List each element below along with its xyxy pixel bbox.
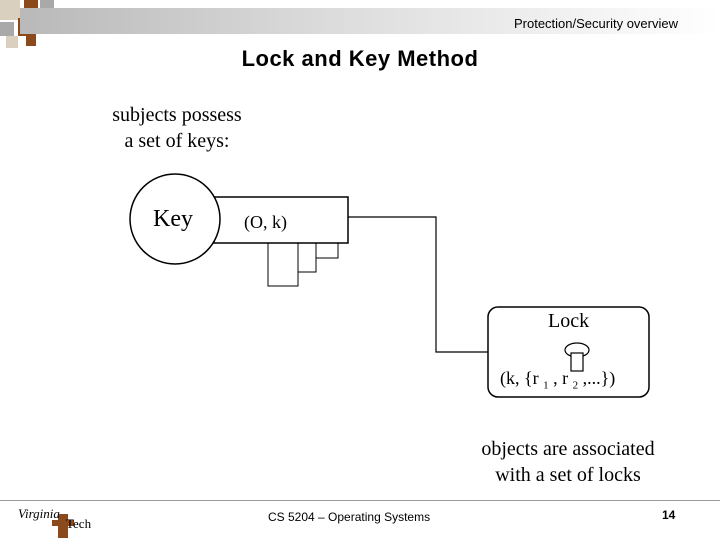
- footer-divider: [0, 500, 720, 501]
- page-number: 14: [662, 508, 676, 522]
- virginia-tech-logo: [52, 514, 74, 538]
- lock-label: Lock: [548, 310, 590, 332]
- objects-caption-line2: with a set of locks: [495, 464, 641, 486]
- objects-caption: objects are associated with a set of loc…: [448, 436, 688, 488]
- objects-caption-line1: objects are associated: [481, 438, 655, 460]
- key-tuple-label: (O, k): [244, 212, 287, 232]
- subjects-caption-line1: subjects possess: [112, 104, 242, 126]
- logo-virginia-text: Virginia: [18, 506, 60, 521]
- logo-tech-text: Tech: [66, 516, 92, 531]
- slide-title: Lock and Key Method: [241, 46, 479, 71]
- header-bar: [20, 8, 720, 34]
- lock-tuple-sub2: 2: [572, 379, 579, 392]
- section-header: Protection/Security overview: [513, 16, 678, 31]
- lock-tuple-suffix: ,...}): [582, 368, 616, 388]
- subjects-caption-line2: a set of keys:: [124, 130, 230, 152]
- lock-tuple-sub1: 1: [543, 379, 549, 392]
- lock-tuple-sep: , r: [553, 368, 569, 388]
- subjects-caption: subjects possess a set of keys:: [92, 102, 262, 154]
- key-label: Key: [153, 206, 193, 232]
- key-circle: [129, 173, 221, 265]
- lock-tuple-label: (k, {r 1 , r 2 ,...}): [500, 368, 615, 392]
- footer-course: CS 5204 – Operating Systems: [268, 510, 431, 524]
- keyhole-slot: [570, 352, 584, 372]
- key-card-back-1: [267, 237, 299, 287]
- lock-tuple-prefix: (k, {r: [500, 368, 539, 388]
